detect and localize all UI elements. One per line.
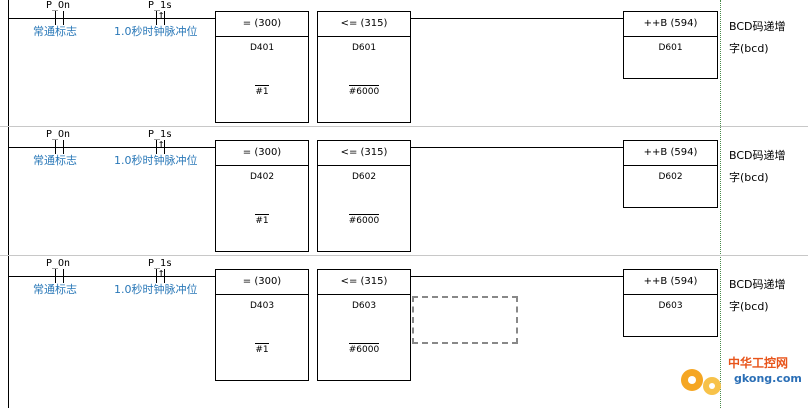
compare-equal-block[interactable]: = (300) D401 #1 (215, 11, 309, 123)
rising-edge-contact[interactable]: ↑ (150, 137, 172, 154)
block-title: = (300) (216, 270, 308, 295)
block-constant: #6000 (348, 214, 380, 226)
block-constant: #1 (255, 343, 269, 355)
block-operand: D401 (249, 43, 275, 53)
block-title: = (300) (216, 141, 308, 166)
output-comment-line2: 字(bcd) (729, 171, 769, 184)
left-power-rail (8, 0, 9, 408)
rising-edge-contact[interactable]: ↑ (150, 8, 172, 25)
output-comment-line2: 字(bcd) (729, 300, 769, 313)
block-operand: D601 (351, 43, 377, 53)
up-arrow-icon: ↑ (157, 137, 165, 150)
selection-cursor[interactable] (412, 296, 518, 344)
output-comment-line2: 字(bcd) (729, 42, 769, 55)
block-constant: #1 (255, 214, 269, 226)
block-operand: D603 (351, 301, 377, 311)
block-title: ++B (594) (624, 270, 717, 295)
rung-separator (0, 255, 808, 256)
watermark-logo: 中华工控网 gkong.com (672, 350, 808, 408)
contact-comment: 1.0秒时钟脉冲位 (114, 25, 198, 38)
watermark-text: 中华工控网 (728, 356, 789, 370)
contact-device-name: P_1s (148, 0, 173, 11)
block-operand: D403 (249, 301, 275, 311)
contact-comment: 常通标志 (33, 154, 77, 167)
normally-open-contact[interactable] (49, 140, 71, 154)
contact-device-name: P_On (46, 258, 71, 269)
bcd-increment-block[interactable]: ++B (594) D602 (623, 140, 718, 208)
ladder-rung-1[interactable]: P_On 常通标志 P_1s ↑ 1.0秒时钟脉冲位 = (300) D401 … (0, 0, 808, 128)
rung-wire (409, 147, 624, 148)
rung-separator (0, 126, 808, 127)
normally-open-contact[interactable] (49, 11, 71, 25)
compare-equal-block[interactable]: = (300) D402 #1 (215, 140, 309, 252)
ladder-rung-3[interactable]: P_On 常通标志 P_1s ↑ 1.0秒时钟脉冲位 = (300) D403 … (0, 258, 808, 386)
contact-device-name: P_On (46, 129, 71, 140)
rung-wire (409, 18, 624, 19)
block-title: ++B (594) (624, 141, 717, 166)
gear-icon (681, 369, 721, 395)
block-constant: #1 (255, 85, 269, 97)
bcd-increment-block[interactable]: ++B (594) D601 (623, 11, 718, 79)
contact-comment: 常通标志 (33, 283, 77, 296)
bcd-increment-block[interactable]: ++B (594) D603 (623, 269, 718, 337)
rung-wire (8, 276, 215, 277)
up-arrow-icon: ↑ (157, 266, 165, 279)
up-arrow-icon: ↑ (157, 8, 165, 21)
block-operand: D402 (249, 172, 275, 182)
output-comment-line1: BCD码递增 (729, 149, 786, 162)
block-title: <= (315) (318, 270, 410, 295)
contact-comment: 1.0秒时钟脉冲位 (114, 154, 198, 167)
output-comment-line1: BCD码递增 (729, 20, 786, 33)
rising-edge-contact[interactable]: ↑ (150, 266, 172, 283)
normally-open-contact[interactable] (49, 269, 71, 283)
compare-equal-block[interactable]: = (300) D403 #1 (215, 269, 309, 381)
right-power-rail (720, 0, 721, 408)
rung-wire (8, 147, 215, 148)
output-comment-line1: BCD码递增 (729, 278, 786, 291)
contact-device-name: P_1s (148, 258, 173, 269)
contact-device-name: P_On (46, 0, 71, 11)
ladder-rung-2[interactable]: P_On 常通标志 P_1s ↑ 1.0秒时钟脉冲位 = (300) D402 … (0, 129, 808, 257)
block-title: <= (315) (318, 141, 410, 166)
block-operand: D602 (351, 172, 377, 182)
watermark-url: gkong.com (734, 372, 802, 385)
block-title: = (300) (216, 12, 308, 37)
compare-less-equal-block[interactable]: <= (315) D603 #6000 (317, 269, 411, 381)
block-constant: #6000 (348, 343, 380, 355)
compare-less-equal-block[interactable]: <= (315) D602 #6000 (317, 140, 411, 252)
contact-device-name: P_1s (148, 129, 173, 140)
block-title: ++B (594) (624, 12, 717, 37)
block-operand: D603 (658, 301, 683, 311)
block-operand: D602 (658, 172, 683, 182)
rung-wire (8, 18, 215, 19)
block-operand: D601 (658, 43, 683, 53)
block-title: <= (315) (318, 12, 410, 37)
block-constant: #6000 (348, 85, 380, 97)
compare-less-equal-block[interactable]: <= (315) D601 #6000 (317, 11, 411, 123)
contact-comment: 1.0秒时钟脉冲位 (114, 283, 198, 296)
contact-comment: 常通标志 (33, 25, 77, 38)
rung-wire (409, 276, 624, 277)
